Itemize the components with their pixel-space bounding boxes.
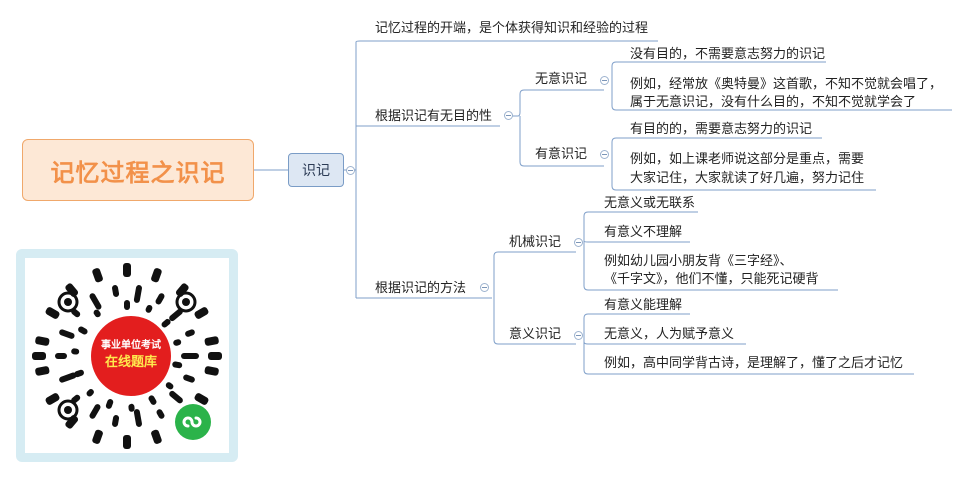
mechanical-item-1[interactable]: 无意义或无联系 — [604, 196, 696, 211]
collapse-toggle-icon[interactable] — [480, 283, 489, 292]
badge-line-2: 在线题库 — [104, 355, 157, 370]
center-topic[interactable]: 识记 — [288, 153, 344, 187]
intentional-definition[interactable]: 有目的的，需要意志努力的识记 — [630, 122, 813, 137]
unintentional-example-line1: 例如，经常放《奥特曼》这首歌，不知不觉就会唱了， — [630, 77, 943, 92]
collapse-toggle-icon[interactable] — [574, 331, 583, 340]
topic-intro[interactable]: 记忆过程的开端，是个体获得知识和经验的过程 — [375, 21, 649, 36]
qr-code-image: 事业单位考试 在线题库 — [25, 258, 229, 453]
meaningful-item-3[interactable]: 例如，高中同学背古诗，是理解了，懂了之后才记忆 — [604, 356, 904, 371]
intentional-example-line1: 例如，如上课老师说这部分是重点，需要 — [630, 152, 865, 167]
topic-mechanical[interactable]: 机械识记 — [509, 235, 562, 250]
collapse-toggle-icon[interactable] — [600, 76, 609, 85]
topic-method[interactable]: 根据识记的方法 — [375, 281, 467, 296]
mini-program-logo-icon — [175, 404, 211, 440]
intentional-example-line2: 大家记住，大家就读了好几遍，努力记住 — [630, 171, 865, 186]
collapse-toggle-icon[interactable] — [504, 111, 513, 120]
mechanical-example-line1: 例如幼儿园小朋友背《三字经》、 — [604, 254, 793, 269]
topic-purpose[interactable]: 根据识记有无目的性 — [375, 109, 493, 124]
qr-pattern-graphic — [32, 263, 222, 449]
root-topic[interactable]: 记忆过程之识记 — [22, 139, 254, 201]
mechanical-example-line2: 《千字文》，他们不懂，只能死记硬背 — [604, 272, 819, 287]
meaningful-item-2[interactable]: 无意义，人为赋予意义 — [604, 327, 735, 342]
qr-code-card[interactable]: 事业单位考试 在线题库 — [16, 249, 238, 462]
topic-meaningful[interactable]: 意义识记 — [509, 327, 562, 342]
unintentional-definition[interactable]: 没有目的，不需要意志努力的识记 — [630, 47, 826, 62]
collapse-toggle-icon[interactable] — [346, 166, 355, 175]
badge-line-1: 事业单位考试 — [101, 340, 161, 351]
mechanical-item-2[interactable]: 有意义不理解 — [604, 225, 683, 240]
unintentional-example-line2: 属于无意识记，没有什么目的，不知不觉就学会了 — [630, 95, 917, 110]
meaningful-item-1[interactable]: 有意义能理解 — [604, 298, 683, 313]
collapse-toggle-icon[interactable] — [574, 238, 583, 247]
topic-intentional[interactable]: 有意识记 — [535, 147, 588, 162]
exam-bank-badge: 事业单位考试 在线题库 — [91, 316, 171, 396]
collapse-toggle-icon[interactable] — [600, 150, 609, 159]
topic-unintentional[interactable]: 无意识记 — [535, 72, 588, 87]
